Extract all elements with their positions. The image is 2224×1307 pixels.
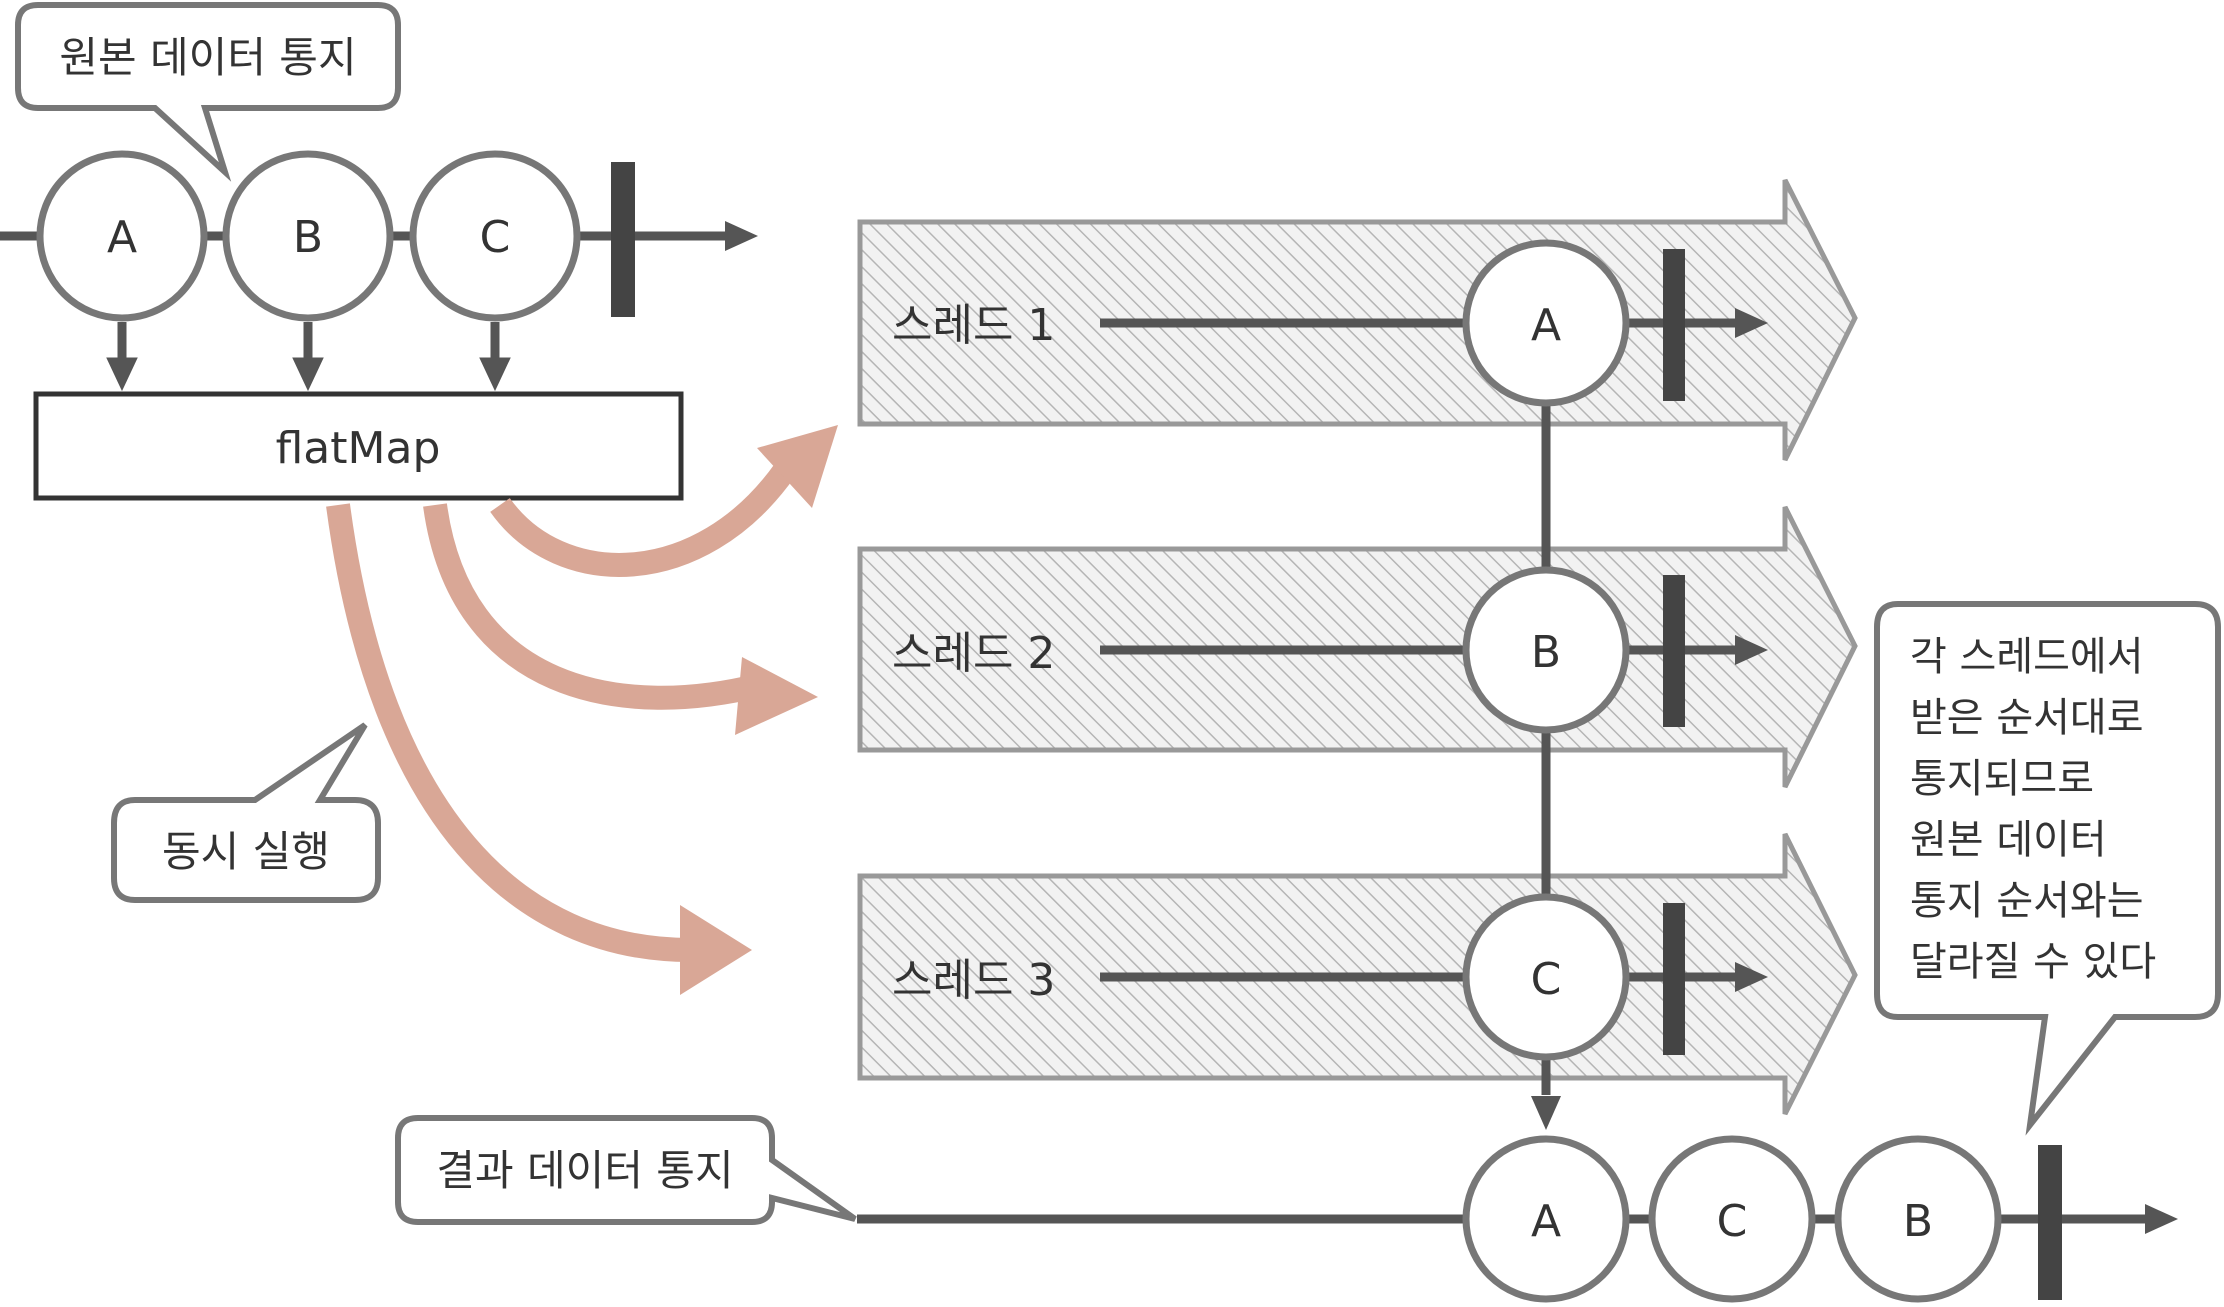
thread-band-2: 스레드 2 <box>857 505 1858 789</box>
source-marble-a: A <box>36 150 208 322</box>
thread-1-marble-label: A <box>1531 300 1561 351</box>
source-stream: A B C <box>0 150 758 392</box>
dispatch-arrowheads <box>680 425 838 995</box>
source-marble-c-label: C <box>480 212 511 263</box>
result-marble-3-label: B <box>1903 1196 1933 1247</box>
dispatch-arrow-thread-2 <box>423 503 763 710</box>
dispatch-arrows <box>326 463 795 962</box>
thread-1-label: 스레드 1 <box>892 300 1055 351</box>
callout-concurrent: 동시 실행 <box>111 722 381 903</box>
callout-note-line-1: 각 스레드에서 <box>1910 634 2144 680</box>
thread-band-3: 스레드 3 <box>857 832 1858 1116</box>
flatmap-label: flatMap <box>276 423 441 474</box>
result-marble-3: B <box>1834 1135 2002 1303</box>
result-arrowhead <box>2145 1204 2178 1234</box>
thread-3-terminator <box>1663 903 1685 1055</box>
callout-concurrent-text: 동시 실행 <box>162 827 330 876</box>
thread-2-marble: B <box>1462 566 1630 734</box>
callout-note-line-4: 원본 데이터 <box>1910 817 2107 863</box>
callout-source-notify: 원본 데이터 통지 <box>15 2 401 182</box>
source-marble-c: C <box>409 150 581 322</box>
thread-3-label: 스레드 3 <box>892 955 1055 1006</box>
callout-note-line-6: 달라질 수 있다 <box>1910 939 2156 985</box>
thread-2-terminator <box>1663 575 1685 727</box>
flatmap-operator: flatMap <box>33 391 684 501</box>
result-marble-1-label: A <box>1531 1196 1561 1247</box>
thread-3-marble: C <box>1462 893 1630 1061</box>
callout-note-line-2: 받은 순서대로 <box>1910 695 2144 741</box>
result-stream: A C B <box>857 1135 2178 1303</box>
callout-note-line-5: 통지 순서와는 <box>1910 878 2144 924</box>
thread-2-label: 스레드 2 <box>892 628 1055 679</box>
result-marble-1: A <box>1462 1135 1630 1303</box>
source-marble-b: B <box>222 150 394 322</box>
source-to-operator-arrows <box>106 322 511 392</box>
source-marble-a-label: A <box>107 212 137 263</box>
source-marble-b-label: B <box>293 212 323 263</box>
dispatch-arrow-thread-1 <box>490 463 795 577</box>
result-terminator <box>2038 1145 2062 1300</box>
thread-3-marble-label: C <box>1531 954 1562 1005</box>
thread-2-marble-label: B <box>1531 627 1561 678</box>
callout-source-notify-text: 원본 데이터 통지 <box>59 33 356 82</box>
thread-1-marble: A <box>1462 239 1630 407</box>
thread-band-1: 스레드 1 <box>857 178 1858 462</box>
dispatch-arrow-thread-3 <box>326 503 691 962</box>
callout-result-notify-text: 결과 데이터 통지 <box>436 1146 733 1195</box>
thread-1-terminator <box>1663 249 1685 401</box>
result-marble-2: C <box>1648 1135 1816 1303</box>
source-arrowhead <box>725 221 758 251</box>
source-terminator <box>611 162 635 317</box>
callout-note-line-3: 통지되므로 <box>1910 756 2094 802</box>
callout-result-notify: 결과 데이터 통지 <box>395 1115 857 1225</box>
callout-note: 각 스레드에서 받은 순서대로 통지되므로 원본 데이터 통지 순서와는 달라질… <box>1874 601 2221 1136</box>
result-marble-2-label: C <box>1717 1196 1748 1247</box>
